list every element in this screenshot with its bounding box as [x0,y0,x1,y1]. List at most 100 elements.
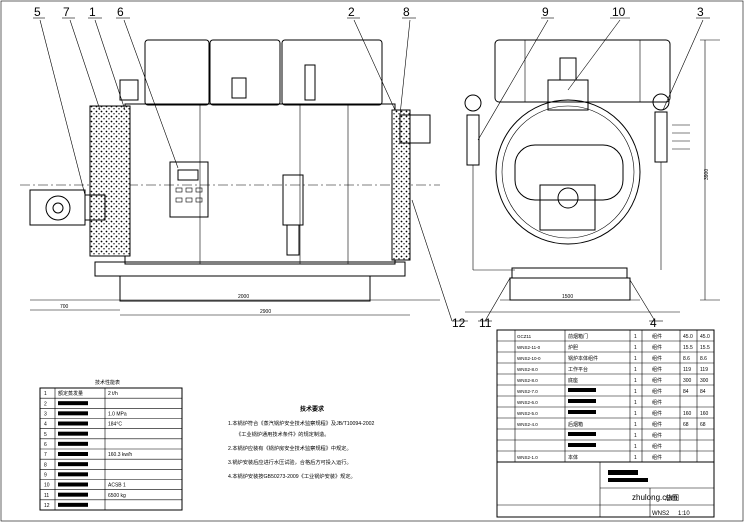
callout-group: 5 7 1 6 2 8 9 10 3 12 11 4 [33,5,710,330]
spec-row-value: ACSB 1 [108,483,126,489]
watermark: zhulong.com [632,493,678,502]
spec-row-name-redacted [58,472,88,477]
parts-row-weight: 15.5 [683,345,693,351]
parts-row-weight: 45.0 [683,334,693,340]
callout-2: 2 [348,5,355,19]
parts-row-code: WNS2-8.0 [517,378,538,383]
parts-row-total: 45.0 [700,334,710,340]
spec-row-no: 4 [44,422,47,428]
parts-row-name: 后烟箱 [568,421,583,428]
parts-row-name: 底座 [568,377,578,384]
parts-row-total: 15.5 [700,345,710,351]
spec-row-no: 10 [44,483,50,489]
parts-row-total: 68 [700,422,706,428]
parts-row-material: 组件 [652,366,662,373]
spec-row-name-redacted [58,462,88,467]
tech-note-1b: 《工业锅炉通用技术条件》的规定制造。 [236,430,329,438]
parts-row-code: GCZ11 [517,334,532,339]
parts-row-material: 组件 [652,410,662,417]
callout-9: 9 [542,5,549,19]
parts-row-qty: 1 [634,411,637,417]
parts-row-material: 组件 [652,355,662,362]
spec-row-no: 6 [44,442,47,448]
callout-12: 12 [452,316,466,330]
spec-row-name-redacted [58,401,88,406]
overall-length-dim: 2900 [260,309,271,315]
parts-row-code: WNS2-1.0 [517,455,538,460]
callout-8: 8 [403,5,410,19]
callout-3: 3 [697,5,704,19]
parts-row-qty: 1 [634,400,637,406]
callout-4: 4 [650,316,657,330]
parts-row-name-redacted [568,399,596,403]
parts-row-material: 组件 [652,333,662,340]
spec-row-no: 7 [44,452,47,458]
callout-10: 10 [612,5,626,19]
parts-row-name-redacted [568,410,596,414]
tech-note-4: 4.本锅炉安装按GB50273-2009《工业锅炉安装》规定。 [228,472,356,480]
spec-row-value: 6500 kg [108,493,126,499]
callout-7: 7 [63,5,70,19]
spec-row-name-redacted [58,502,88,507]
parts-row-code: WNS2-11-0 [517,345,541,350]
parts-row-weight: 84 [683,389,689,395]
tech-note-1: 1.本锅炉符合《蒸汽锅炉安全技术监察规程》及JB/T10094-2002 [228,419,375,427]
height-dim: 3900 [704,169,710,180]
spec-row-no: 3 [44,412,47,418]
spec-row-value: 1.0 MPa [108,412,127,418]
parts-row-total: 8.6 [700,356,707,362]
parts-row-material: 组件 [652,377,662,384]
parts-row-qty: 1 [634,433,637,439]
parts-row-weight: 300 [683,378,692,384]
spec-table-title: 技术性能表 [95,379,120,386]
parts-row-material: 组件 [652,443,662,450]
spec-row-no: 11 [44,493,49,499]
spec-row-name-redacted [58,421,88,426]
tech-notes: 技术要求 1.本锅炉符合《蒸汽锅炉安全技术监察规程》及JB/T10094-200… [228,405,375,480]
parts-row-name: 工作平台 [568,366,588,373]
parts-row-material: 组件 [652,388,662,395]
parts-row-material: 组件 [652,399,662,406]
parts-row-code: WNS2-4.0 [517,422,538,427]
parts-row-material: 组件 [652,454,662,461]
spec-row-value: 2 t/h [108,391,118,397]
parts-row-name-redacted [568,432,596,436]
front-width-dim: 1500 [562,294,573,300]
parts-row-qty: 1 [634,389,637,395]
parts-row-name: 前烟箱门 [568,333,588,340]
parts-row-total: 84 [700,389,706,395]
parts-row-total: 119 [700,367,708,373]
parts-row-code: WNS2-6.0 [517,400,538,405]
parts-row-name: 锅炉本体组件 [568,355,598,362]
parts-row-code: WNS2-5.0 [517,411,538,416]
title-block-scale: 1:10 [678,511,690,517]
parts-row-qty: 1 [634,444,637,450]
front-elevation-view: 1500 3900 [464,39,720,313]
parts-row-weight: 160 [683,411,692,417]
parts-row-name-redacted [568,443,596,447]
spec-row-no: 9 [44,473,47,479]
title-block-title: 总图 [665,493,679,502]
spec-row-name: 额定蒸发量 [58,390,83,397]
parts-row-material: 组件 [652,432,662,439]
callout-5: 5 [34,5,41,19]
callout-1: 1 [89,5,96,19]
parts-row-code: WNS2-7.0 [517,389,538,394]
base-length-dim: 2000 [238,294,249,300]
parts-row-qty: 1 [634,345,637,351]
side-elevation-view: 2000 2900 700 [20,39,440,316]
spec-row-value: 184°C [108,422,122,428]
callout-11: 11 [479,316,492,330]
left-ext-dim: 700 [60,304,69,310]
title-block: 总图 WNS2 1:10 zhulong.com [496,461,715,518]
spec-row-name-redacted [58,411,88,416]
parts-row-name: 炉胆 [568,344,578,351]
spec-row-no: 1 [44,391,47,397]
parts-row-total: 300 [700,378,709,384]
title-block-drawing-no: WNS2 [652,511,670,517]
spec-row-no: 2 [44,401,47,407]
parts-row-weight: 68 [683,422,689,428]
